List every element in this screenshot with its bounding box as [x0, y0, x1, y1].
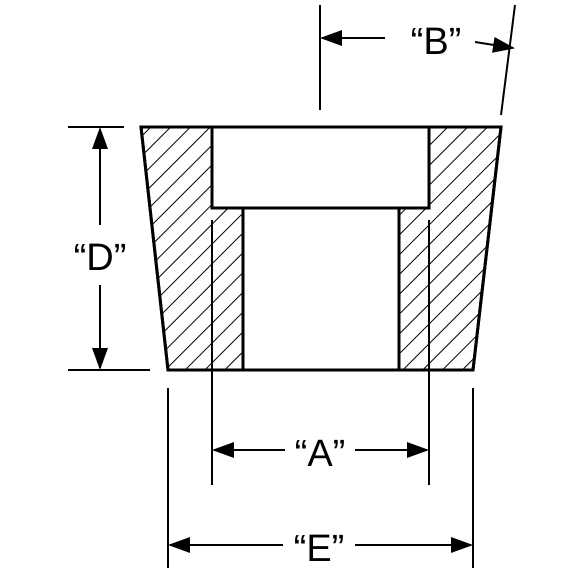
extension-line-b-right: [500, 4, 516, 116]
left-wall-section: [139, 125, 245, 372]
label-a: “A”: [295, 433, 346, 475]
label-b: “B”: [411, 21, 462, 63]
label-e: “E”: [294, 528, 345, 570]
plug-outline: [139, 125, 503, 372]
label-d: “D”: [74, 237, 127, 279]
dimension-arrow-b-right: [474, 36, 515, 53]
counterbore-outline: [210, 125, 431, 210]
